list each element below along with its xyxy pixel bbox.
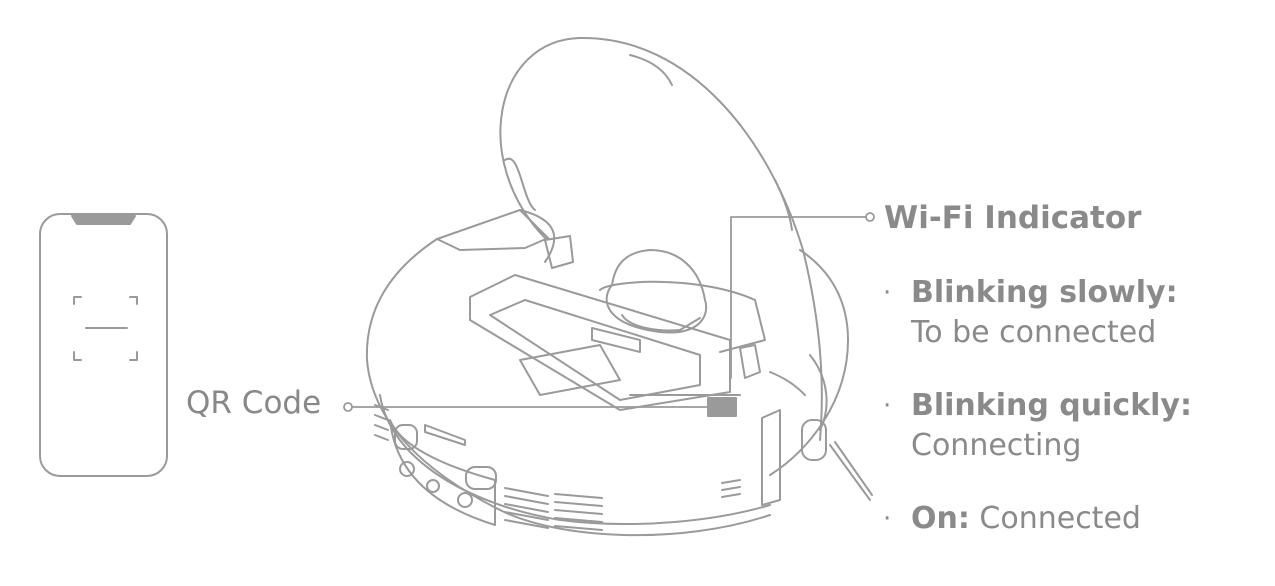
robot-body [365, 238, 873, 537]
robot-top-deck [436, 209, 806, 411]
bullet-dot: · [883, 391, 892, 421]
bullet-dot: · [883, 278, 892, 308]
qr-scan-frame-icon [73, 296, 138, 361]
state-title: Blinking quickly: [911, 388, 1192, 423]
leader-lines [343, 212, 875, 412]
qr-code-label: QR Code [186, 385, 322, 421]
bullet-dot: · [883, 504, 892, 534]
state-item: · Blinking quickly: Connecting [883, 386, 1192, 466]
robot-lid [499, 36, 823, 441]
wifi-indicator-label: Wi-Fi Indicator [884, 200, 1142, 236]
state-title: On: [911, 501, 970, 536]
state-desc: Connecting [911, 428, 1082, 463]
state-title: Blinking slowly: [911, 275, 1178, 310]
state-item: · On: Connected [883, 499, 1141, 539]
state-desc: Connected [979, 501, 1141, 536]
state-desc: To be connected [911, 315, 1157, 350]
state-item: · Blinking slowly: To be connected [883, 273, 1178, 353]
phone-icon [39, 213, 168, 477]
